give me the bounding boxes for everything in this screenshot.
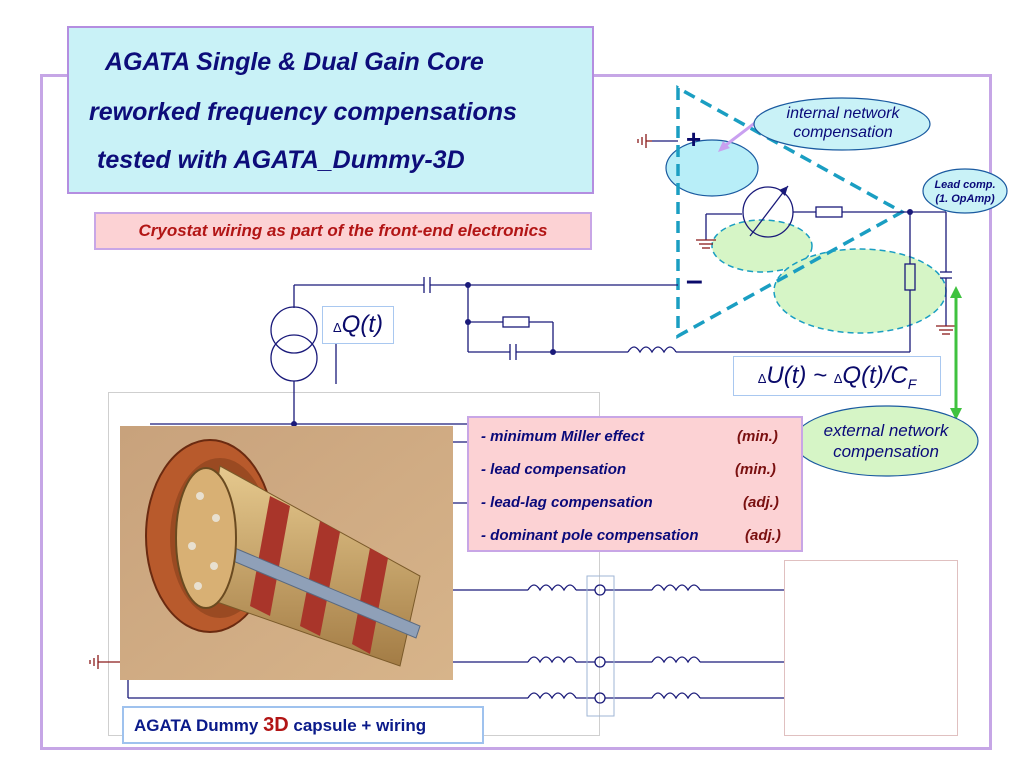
lead-comp-label: Lead comp. (1. OpAmp) [923,178,1007,206]
detector-box [784,560,958,736]
opamp-triangle [676,85,906,339]
plus-sign: + [686,124,702,154]
list-item: - lead-lag compensation [481,494,653,511]
title-box: AGATA Single & Dual Gain Core reworked f… [67,26,594,194]
delta-symbol: Δ [833,371,843,386]
feedback-ellipse-large [773,248,947,334]
dq-cf-text: Q(t)/C [842,362,908,389]
internal-network-label: internal network compensation [758,104,928,142]
internal-line2: compensation [793,124,893,141]
external-network-label: external network compensation [796,420,976,462]
external-line2: compensation [833,442,939,461]
dummy-capsule-photo [120,426,453,680]
du-text: U(t) ~ [766,362,834,389]
internal-network-ellipse [753,97,931,151]
minus-sign: – [686,264,703,297]
title-line-3: tested with AGATA_Dummy-3D [97,146,465,174]
list-item-tag: (min.) [737,428,778,445]
dq-text: Q(t) [341,311,383,338]
list-item: - dominant pole compensation [481,527,699,544]
list-item: - minimum Miller effect [481,428,645,445]
list-item-tag: (adj.) [743,494,779,511]
lead-comp-ellipse [922,168,1008,214]
caption-prefix: AGATA Dummy [134,716,264,735]
delta-u-formula: ΔU(t) ~ ΔQ(t)/CF [733,356,941,396]
lead-comp-line2: (1. OpAmp) [935,193,995,205]
cf-subscript: F [907,375,917,392]
title-line-2: reworked frequency compensations [89,98,517,126]
input-node-ellipse [665,139,759,197]
internal-line1: internal network [786,105,900,122]
connector-box [586,575,615,717]
delta-symbol: Δ [757,371,767,386]
title-line-1: AGATA Single & Dual Gain Core [105,48,484,76]
external-line1: external network [823,421,949,440]
list-item: - lead compensation [481,461,627,478]
delta-q-formula: ΔQ(t) [322,306,394,344]
delta-symbol: Δ [332,320,342,335]
lead-comp-line1: Lead comp. [934,179,996,191]
list-item-tag: (min.) [735,461,776,478]
subtitle: Cryostat wiring as part of the front-end… [94,212,592,250]
caption-3d: 3D [263,714,289,736]
compensation-list: - minimum Miller effect (min.) - lead co… [467,416,803,552]
photo-caption: AGATA Dummy 3D capsule + wiring [122,706,484,744]
caption-suffix: capsule + wiring [288,716,427,735]
list-item-tag: (adj.) [745,527,781,544]
